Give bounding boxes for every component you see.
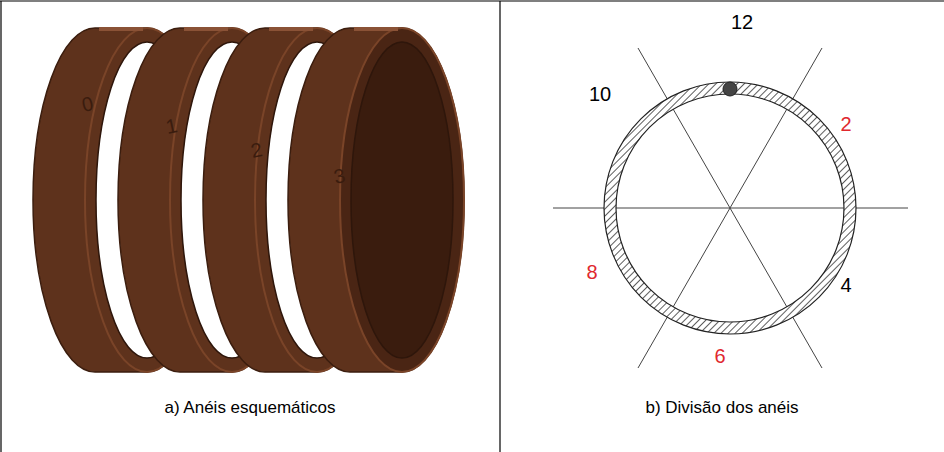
ring-illustration (33, 27, 464, 372)
ring-division (553, 48, 908, 368)
ring-number: 0 (80, 92, 95, 116)
caption: b) Divisão dos anéis (645, 399, 798, 418)
ring-slot (184, 27, 228, 31)
ring-opening (351, 42, 453, 358)
ring-number: 1 (164, 114, 179, 138)
division-number: 2 (840, 113, 851, 135)
division-number: 8 (586, 261, 597, 283)
division-number: 12 (731, 11, 753, 33)
caption: a) Anéis esquemáticos (164, 399, 335, 418)
ring-slot (269, 27, 313, 31)
ring-slot (354, 27, 398, 31)
division-number: 10 (589, 83, 611, 105)
ring-band (288, 28, 464, 372)
ring-slot (99, 27, 143, 31)
division-number: 4 (840, 274, 851, 296)
ring-number: 3 (332, 164, 347, 188)
ring-face (340, 28, 464, 372)
ring-number: 2 (249, 138, 264, 162)
division-number: 6 (714, 345, 725, 367)
